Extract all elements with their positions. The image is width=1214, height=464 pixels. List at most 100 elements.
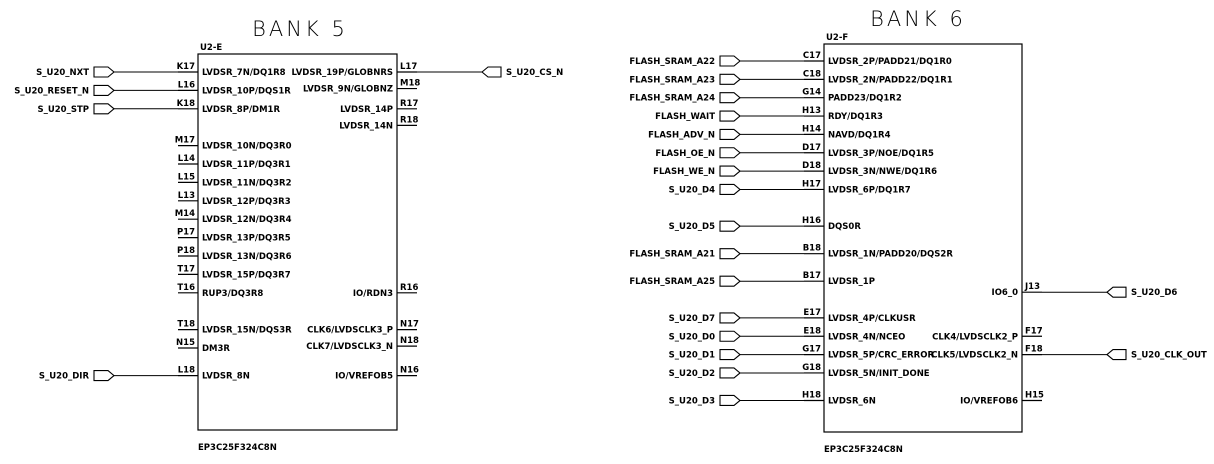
input-port-icon <box>719 73 741 85</box>
pin-name: LVDSR_5N/INIT_DONE <box>828 369 930 379</box>
pin-number: M14 <box>175 209 195 219</box>
pin-name: LVDSR_9N/GLOBNZ <box>303 85 393 95</box>
pin-name: LVDSR_11N/DQ3R2 <box>202 178 292 188</box>
input-port-icon <box>719 55 741 67</box>
pin-name: DQS0R <box>828 222 861 232</box>
bank-5-symbol: BANK 5U2-EEP3C25F324C8NK17LVDSR_7N/DQ1R8… <box>14 17 563 453</box>
pin-number: F18 <box>1025 345 1043 355</box>
pin-number: L14 <box>178 154 195 164</box>
pin-name: PADD23/DQ1R2 <box>828 94 902 104</box>
input-port-icon <box>719 92 741 104</box>
output-port-icon <box>1106 349 1127 361</box>
input-port-icon <box>719 275 741 287</box>
pin-number: E18 <box>803 326 821 336</box>
pin-number: G18 <box>802 363 821 373</box>
input-port-icon <box>719 248 741 260</box>
pin-number: M18 <box>400 79 420 89</box>
pin-number: P17 <box>177 228 195 238</box>
pin-number: H15 <box>1025 390 1044 400</box>
input-port-icon <box>93 66 115 78</box>
pin-number: P18 <box>177 246 195 256</box>
pin-number: N15 <box>176 338 195 348</box>
pin-number: N16 <box>400 366 419 376</box>
net-label: S_U20_NXT <box>36 68 89 78</box>
input-port-icon <box>93 84 115 96</box>
pin-name: DM3R <box>202 344 230 354</box>
pin-number: B17 <box>803 271 821 281</box>
input-port-icon <box>93 103 115 115</box>
pin-name: LVDSR_6P/DQ1R7 <box>828 185 911 195</box>
pin-name: LVDSR_10P/DQS1R <box>202 86 291 96</box>
pin-name: LVDSR_3P/NOE/DQ1R5 <box>828 149 934 159</box>
net-label: S_U20_D6 <box>1131 288 1177 298</box>
pin-number: B18 <box>803 244 821 254</box>
pin-number: T17 <box>177 264 195 274</box>
net-label: FLASH_SRAM_A24 <box>629 94 715 104</box>
input-port-icon <box>719 147 741 159</box>
reference-designator: U2-E <box>200 43 222 53</box>
net-label: S_U20_D3 <box>669 396 715 406</box>
pin-name: LVDSR_10N/DQ3R0 <box>202 142 292 152</box>
pin-name: LVDSR_7N/DQ1R8 <box>202 68 286 78</box>
pin-name: RUP3/DQ3R8 <box>202 289 263 299</box>
pin-number: H17 <box>802 179 821 189</box>
component-body[interactable] <box>823 43 1023 433</box>
pin-number: R17 <box>400 99 418 109</box>
input-port-icon <box>719 312 741 324</box>
pin-name: LVDSR_11P/DQ3R1 <box>202 160 291 170</box>
pin-name: NAVD/DQ1R4 <box>828 130 891 140</box>
reference-designator: U2-F <box>826 33 848 43</box>
net-label: S_U20_D4 <box>669 185 715 195</box>
pin-name: CLK7/LVDSCLK3_N <box>306 342 393 352</box>
pin-number: C18 <box>803 69 821 79</box>
pin-name: LVDSR_12N/DQ3R4 <box>202 215 292 225</box>
net-label: S_U20_STP <box>37 105 89 115</box>
pin-number: H16 <box>802 216 821 226</box>
component-body[interactable] <box>197 53 398 431</box>
